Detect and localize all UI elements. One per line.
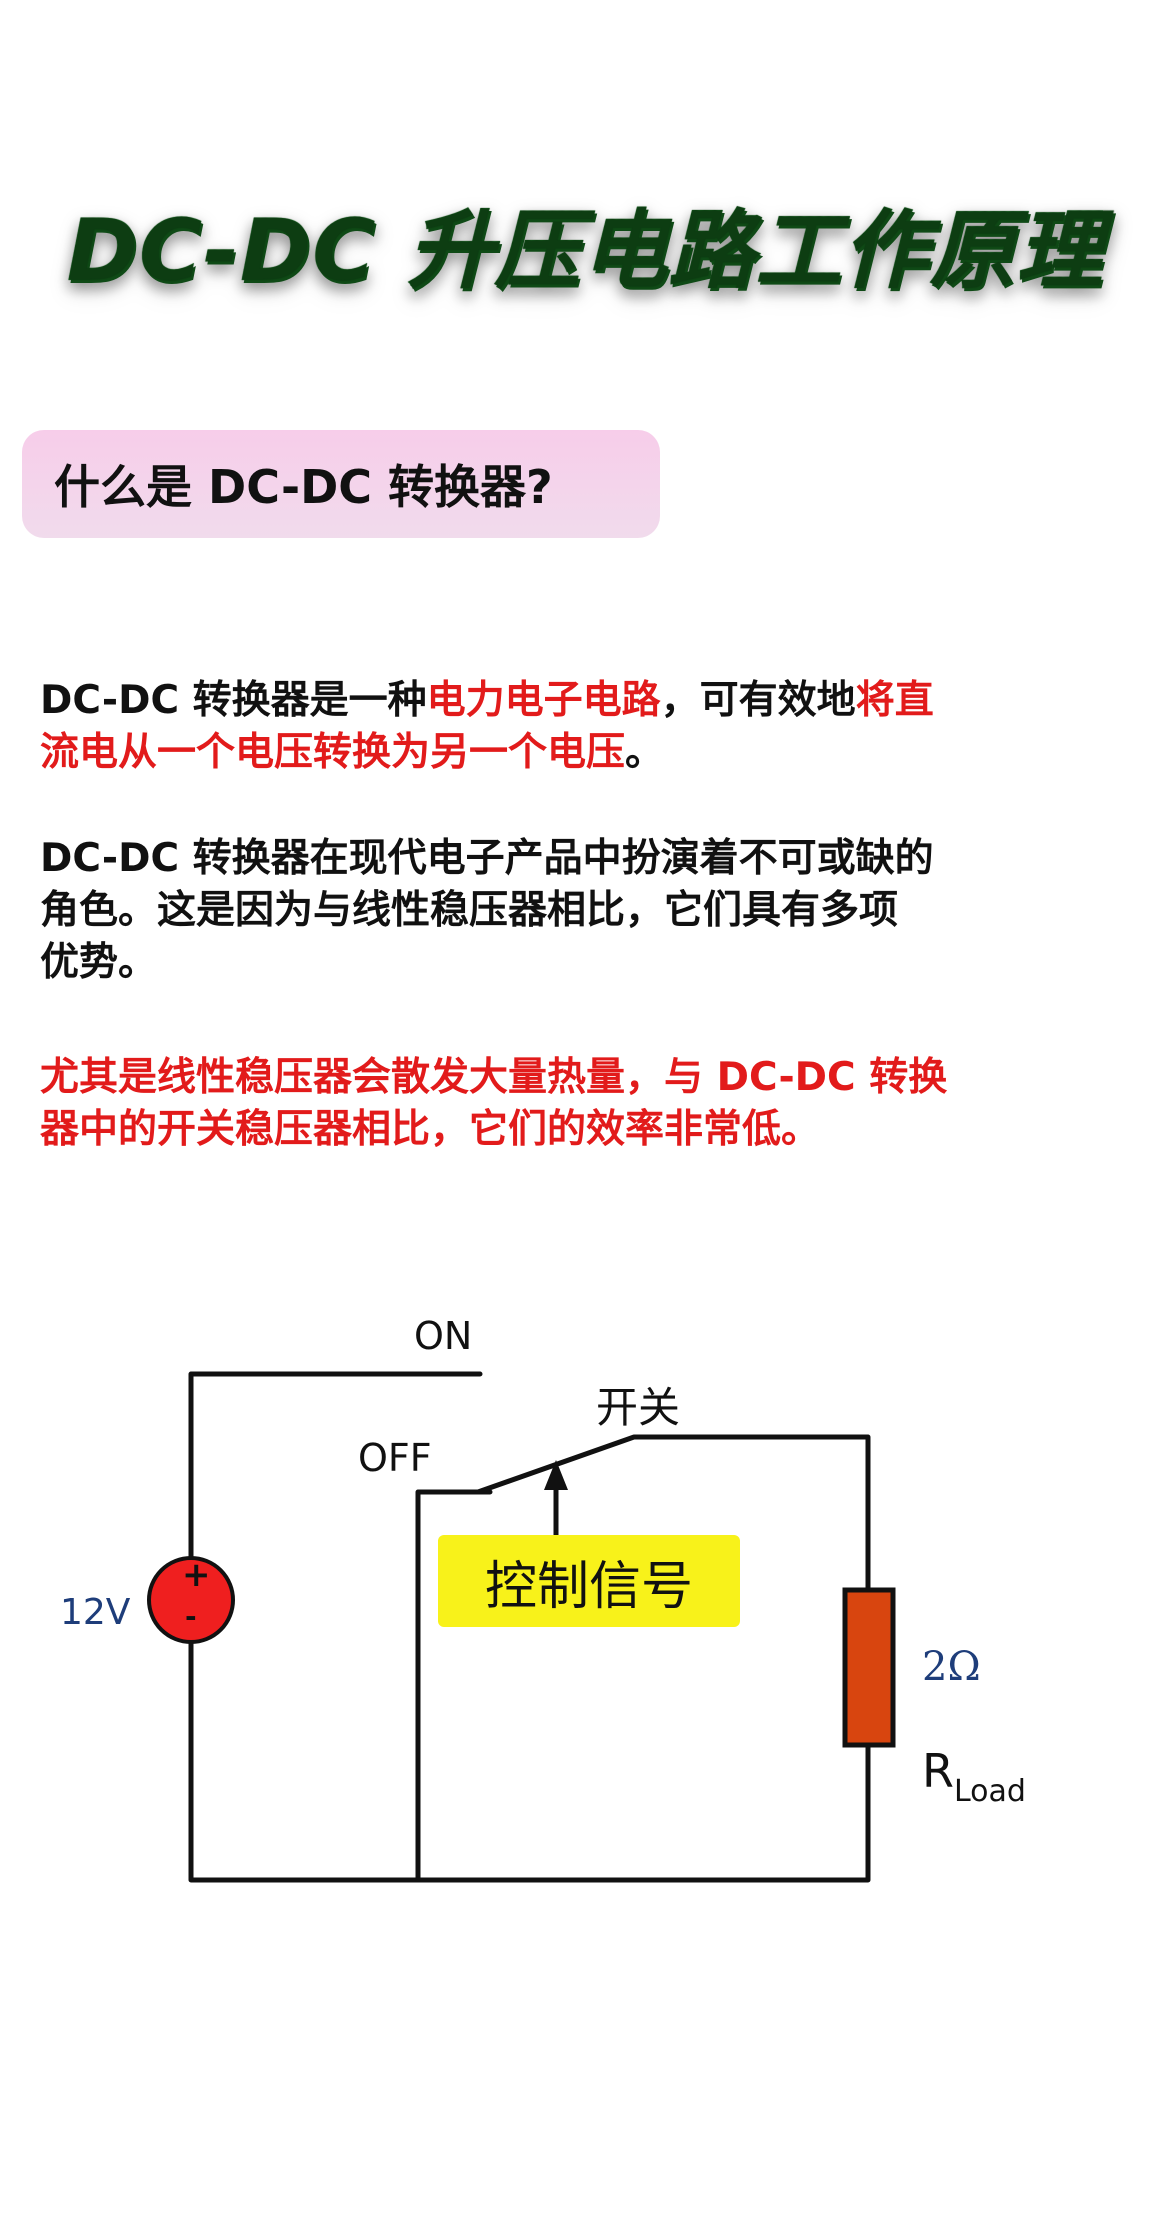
- switch-on-label: ON: [414, 1314, 473, 1358]
- arrow-up-icon: [544, 1460, 568, 1490]
- resistor-icon: [842, 1587, 896, 1748]
- paragraph-line: DC-DC 转换器是一种电力电子电路，可有效地将直: [40, 675, 1140, 727]
- switch-off-label: OFF: [358, 1436, 432, 1480]
- page-title-text: DC-DC 升压电路工作原理: [66, 201, 1104, 301]
- paragraph-importance: DC-DC 转换器在现代电子产品中扮演着不可或缺的 角色。这是因为与线性稳压器相…: [40, 833, 1140, 989]
- wire-bottom-return: [188, 1640, 871, 1883]
- text-segment: 。: [625, 730, 665, 775]
- voltage-source-icon: [147, 1556, 235, 1644]
- paragraph-efficiency-note: 尤其是线性稳压器会散发大量热量，与 DC-DC 转换 器中的开关稳压器相比，它们…: [40, 1052, 1140, 1156]
- text-segment: ，可有效地: [660, 678, 856, 723]
- paragraph-line: 流电从一个电压转换为另一个电压。: [40, 727, 1140, 779]
- section-label: 什么是 DC-DC 转换器?: [22, 430, 660, 538]
- circuit-diagram: + - ON OFF 开关 控制信号 12V 2Ω RLoad: [0, 1280, 1170, 1920]
- switch-label: 开关: [596, 1383, 681, 1432]
- resistor-subscript: Load: [953, 1774, 1026, 1809]
- page-title: DC-DC 升压电路工作原理: [0, 196, 1170, 306]
- control-signal-label: 控制信号: [484, 1556, 693, 1617]
- highlight-segment: 将直: [855, 678, 934, 723]
- source-voltage-label: 12V: [60, 1592, 131, 1633]
- plus-sign: +: [182, 1555, 211, 1595]
- section-label-text: 什么是 DC-DC 转换器?: [54, 460, 553, 514]
- control-signal-box: 控制信号: [438, 1535, 740, 1627]
- paragraph-line: 器中的开关稳压器相比，它们的效率非常低。: [40, 1107, 821, 1152]
- paragraph-line: 优势。: [40, 940, 158, 985]
- paragraph-line: 角色。这是因为与线性稳压器相比，它们具有多项: [40, 888, 899, 933]
- resistor-name: R: [922, 1744, 954, 1798]
- paragraph-line: DC-DC 转换器在现代电子产品中扮演着不可或缺的: [40, 836, 934, 881]
- paragraph-definition: DC-DC 转换器是一种电力电子电路，可有效地将直 流电从一个电压转换为另一个电…: [40, 675, 1140, 779]
- minus-sign: -: [185, 1600, 197, 1633]
- wire-on-branch: [188, 1371, 483, 1560]
- paragraph-line: 尤其是线性稳压器会散发大量热量，与 DC-DC 转换: [40, 1055, 948, 1100]
- circuit-wires: [147, 1371, 896, 1883]
- highlight-segment: 电力电子电路: [426, 678, 661, 723]
- highlight-segment: 流电从一个电压转换为另一个电压: [40, 730, 626, 775]
- text-segment: DC-DC 转换器是一种: [40, 678, 427, 723]
- resistor-name-label: RLoad: [922, 1744, 1026, 1809]
- resistance-value-label: 2Ω: [922, 1644, 981, 1690]
- wire-off-branch: [415, 1489, 493, 1883]
